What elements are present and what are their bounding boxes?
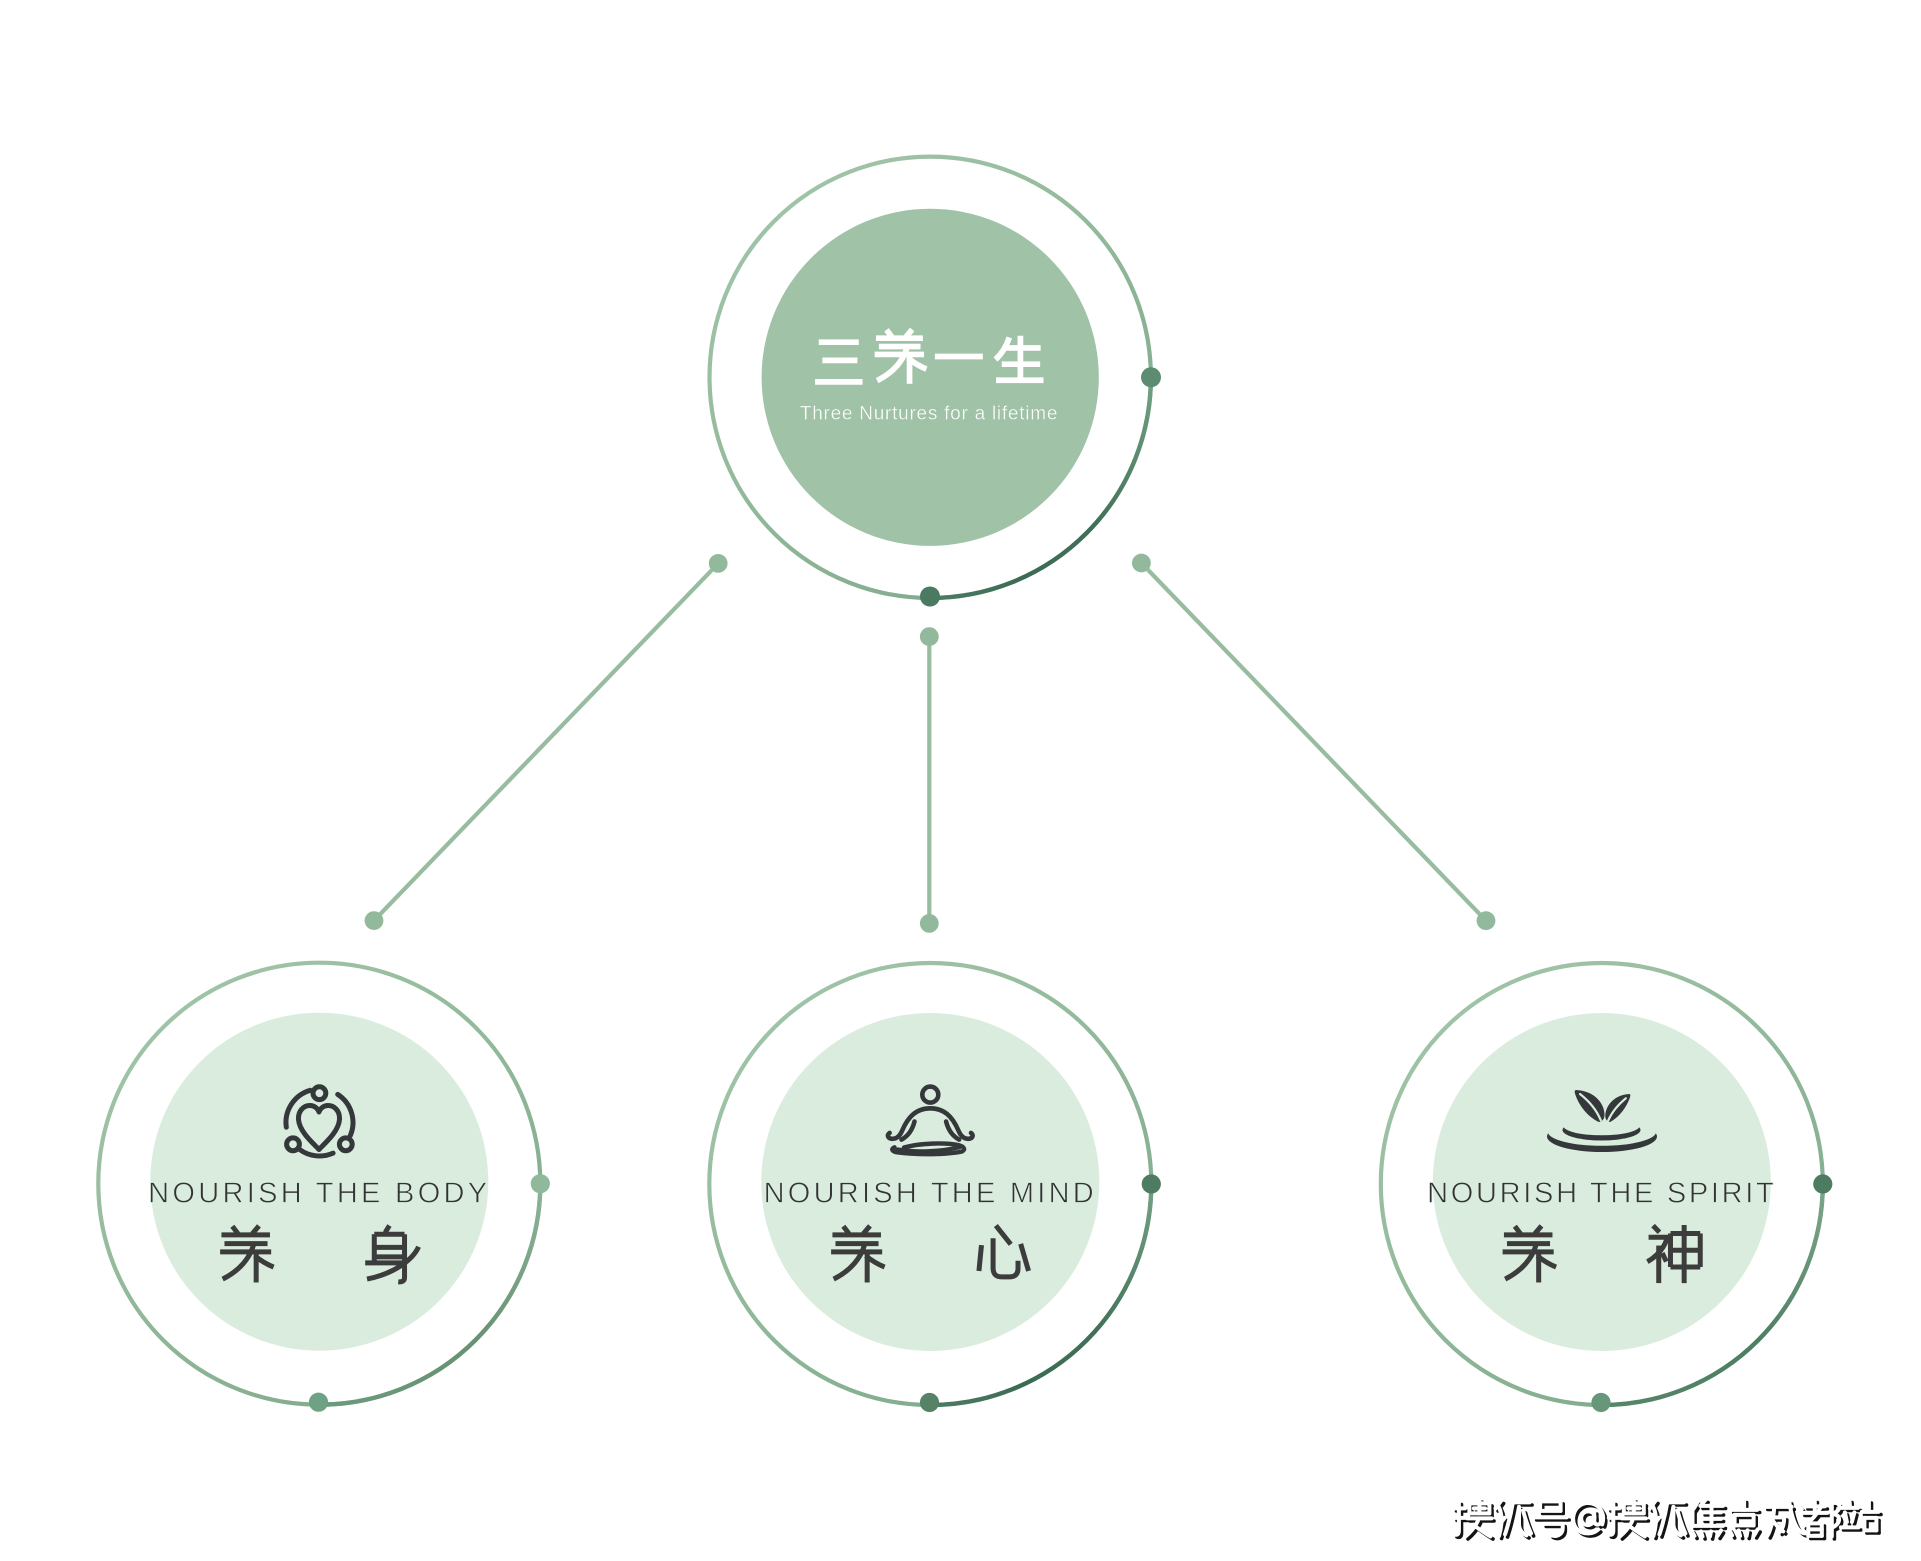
svg-text:NOURISH THE SPIRIT: NOURISH THE SPIRIT	[1427, 1178, 1776, 1210]
svg-text:Three Nurtures for a lifetime: Three Nurtures for a lifetime	[800, 404, 1058, 425]
svg-text:NOURISH THE BODY: NOURISH THE BODY	[148, 1178, 490, 1210]
svg-text:NOURISH THE MIND: NOURISH THE MIND	[764, 1178, 1097, 1210]
